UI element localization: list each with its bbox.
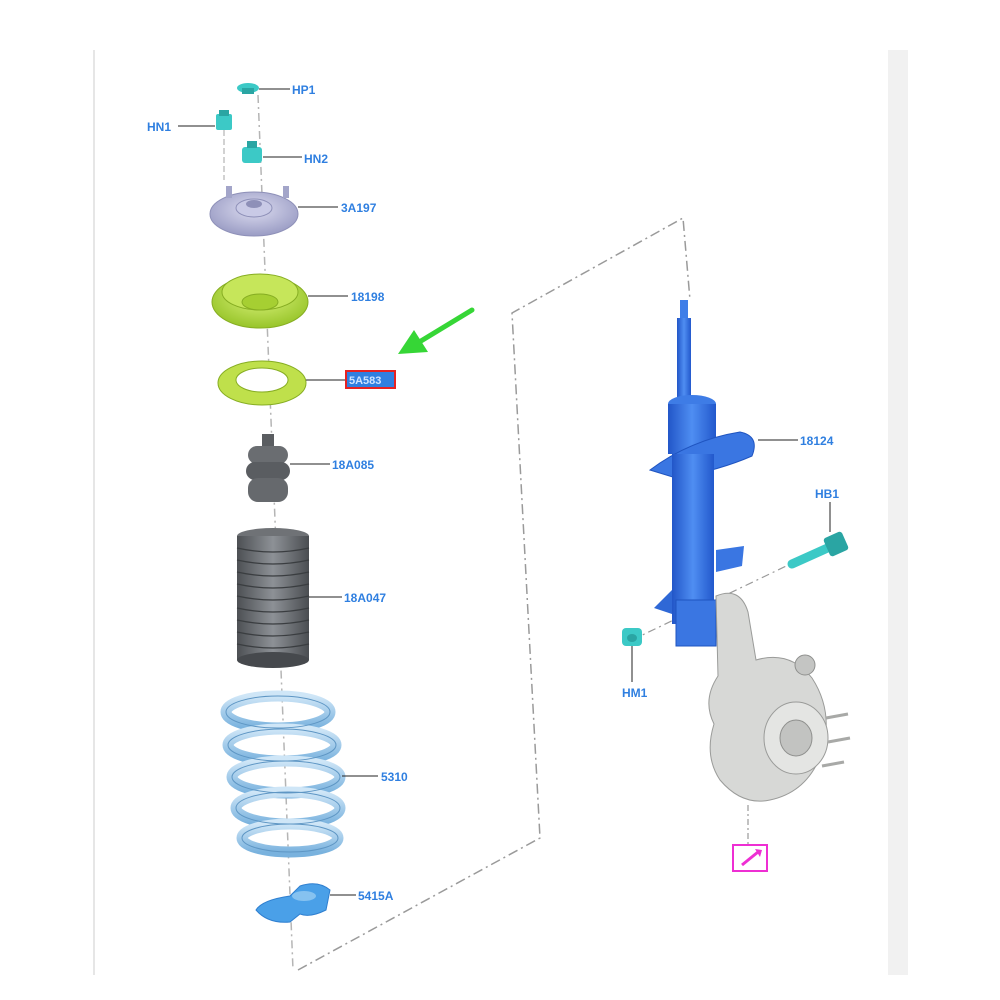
steering-knuckle[interactable] <box>708 592 851 802</box>
callout-5415a[interactable]: 5415A <box>358 889 394 903</box>
assembly-envelope <box>297 216 691 971</box>
nut-hn1[interactable] <box>216 110 232 180</box>
page-right-border <box>888 50 908 975</box>
callout-18124[interactable]: 18124 <box>800 434 834 448</box>
dust-boot-18a047[interactable] <box>236 528 310 668</box>
callout-18198[interactable]: 18198 <box>351 290 385 304</box>
page-left-border <box>93 50 95 975</box>
wrench-icon[interactable] <box>732 844 768 872</box>
callout-3a197[interactable]: 3A197 <box>341 201 377 215</box>
bolt-hb1[interactable] <box>787 531 849 569</box>
green-arrow-icon <box>398 307 475 354</box>
callout-5310[interactable]: 5310 <box>381 770 408 784</box>
coil-spring-outline <box>225 695 341 853</box>
upper-mount-3a197[interactable] <box>209 186 299 237</box>
callout-hp1[interactable]: HP1 <box>292 83 316 97</box>
callout-5a583[interactable]: 5A583 <box>349 375 381 387</box>
nut-hm1[interactable] <box>622 628 642 646</box>
callout-18a085[interactable]: 18A085 <box>332 458 374 472</box>
insulator-5415a[interactable] <box>255 883 331 923</box>
bump-stop-18a085[interactable] <box>246 434 290 502</box>
bearing-18198[interactable] <box>211 273 309 329</box>
callout-hn1[interactable]: HN1 <box>147 120 171 134</box>
nut-hn2[interactable] <box>242 141 262 163</box>
callout-hn2[interactable]: HN2 <box>304 152 328 166</box>
callout-hm1[interactable]: HM1 <box>622 686 648 700</box>
strut-assembly-18124[interactable] <box>648 300 755 647</box>
callout-18a047[interactable]: 18A047 <box>344 591 386 605</box>
highlight-box-5a583 <box>345 370 396 389</box>
spring-seat-5a583[interactable] <box>217 360 307 406</box>
callout-hb1[interactable]: HB1 <box>815 487 839 501</box>
cap-hp1[interactable] <box>237 83 259 94</box>
